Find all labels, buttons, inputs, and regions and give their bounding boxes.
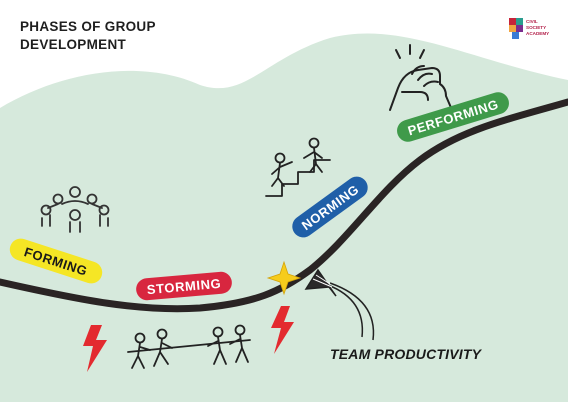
logo-mark-icon [509,18,523,39]
tug-of-war-icon [127,324,251,369]
group-circle-icon [40,186,110,233]
phase-pill-norming [292,176,368,238]
phase-label-storming: STORMING [136,271,232,301]
helping-up-stairs-icon [265,137,331,197]
phase-text-storming: STORMING [146,276,222,297]
team-productivity-caption: TEAM PRODUCTIVITY [330,346,483,362]
phase-pill-forming [9,238,103,284]
background-hill [0,33,568,402]
star-marker-icon [266,260,302,296]
phase-pill-storming [136,271,232,301]
lightning-right-icon [271,306,294,354]
phase-pill-performing [397,92,509,142]
handshake-clasp-icon [389,44,453,111]
logo-text-line-1: CIVIL [526,19,538,24]
lightning-left-icon [83,325,107,372]
logo-text-line-3: ACADEMY [526,31,549,36]
title-line-1: PHASES OF GROUP [20,19,156,34]
productivity-curve [0,98,568,313]
logo-text-line-2: SOCIETY [526,25,546,30]
title-line-2: DEVELOPMENT [20,37,127,52]
civil-society-academy-logo: CIVIL SOCIETY ACADEMY [509,18,549,39]
pointer-arrow-icon [304,268,375,341]
